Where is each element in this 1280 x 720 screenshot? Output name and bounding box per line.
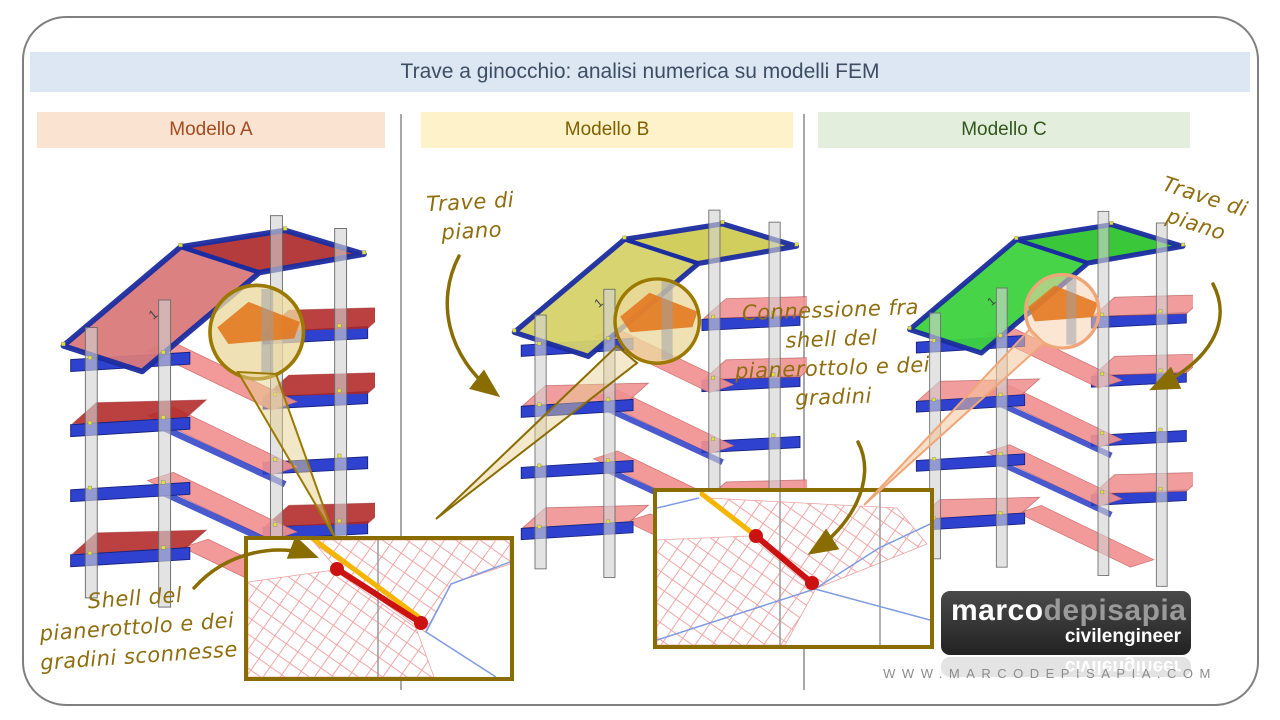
detail-box-connected — [653, 488, 934, 649]
detail-box-disconnected-drawing — [247, 535, 511, 678]
slab-edge-blue — [656, 523, 931, 641]
knee-beam-yellow — [309, 535, 423, 621]
mesh-lower — [247, 569, 435, 678]
node-dot — [330, 562, 344, 576]
connector-red — [334, 566, 424, 626]
divider-a-b — [400, 114, 402, 690]
zoom-circle-a — [208, 283, 306, 381]
divider-b-c — [803, 114, 805, 690]
zoom-circle-c — [1023, 273, 1101, 350]
annotation-connessione: Connessione fra shell del pianerottolo e… — [734, 294, 931, 411]
mesh-lower — [656, 535, 816, 646]
slide-title: Trave a ginocchio: analisi numerica su m… — [400, 60, 880, 83]
node-dot — [414, 616, 428, 630]
knee-beam-yellow — [699, 491, 759, 539]
connector-red — [753, 533, 815, 586]
node-dot — [749, 529, 763, 543]
logo-brand: marcodepisapia — [951, 594, 1187, 627]
header-modello-a: Modello A — [37, 112, 385, 148]
detail-box-disconnected — [244, 535, 514, 681]
node-dot — [805, 576, 819, 590]
logo-tagline: civilengineer — [1064, 626, 1181, 647]
slab-edge-blue — [656, 497, 931, 621]
logo-marcodepisapia: marcodepisapia civilengineer — [941, 591, 1191, 655]
title-bar: Trave a ginocchio: analisi numerica su m… — [30, 52, 1250, 92]
detail-box-connected-drawing — [656, 491, 931, 646]
header-modello-c: Modello C — [818, 112, 1190, 148]
annotation-shell-sconnesse: Shell del pianerottolo e dei gradini sco… — [38, 582, 239, 675]
slab-edge-blue — [425, 561, 511, 678]
fem-model-b — [497, 186, 807, 599]
website-url: WWW.MARCODEPISAPIA.COM — [883, 666, 1217, 681]
zoom-circle-b — [613, 277, 702, 365]
annotation-trave-piano-b: Trave di piano — [425, 187, 515, 245]
header-modello-b: Modello B — [421, 112, 793, 148]
fem-model-a — [45, 190, 375, 630]
